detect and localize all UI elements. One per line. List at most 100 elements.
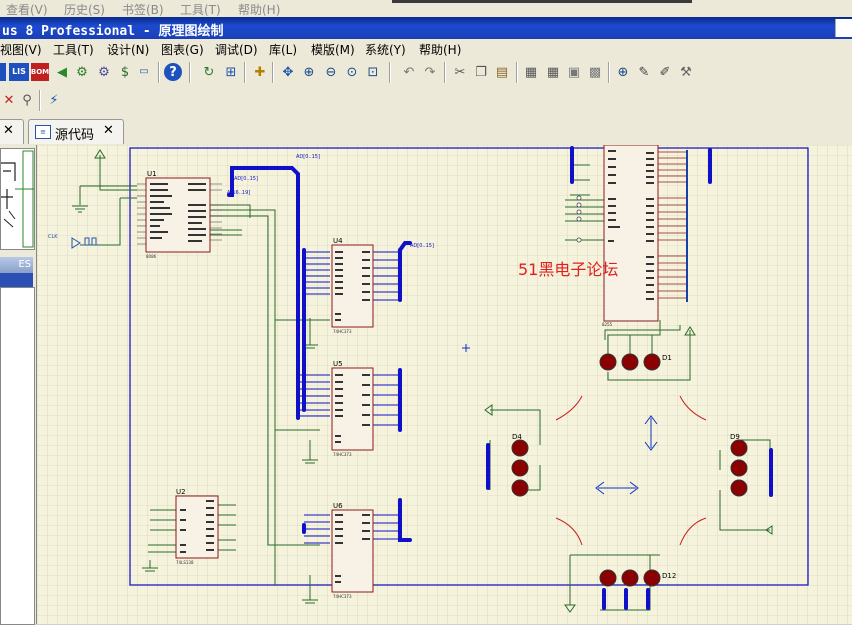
menu-library[interactable]: 库(L) (269, 43, 298, 57)
os-menu-tools[interactable]: 工具(T) (180, 3, 221, 17)
toolbar-separator (272, 62, 274, 83)
cog-icon[interactable]: ⚙ (98, 64, 110, 80)
chip-part: 8086 (146, 254, 157, 259)
selected-device-row[interactable] (0, 273, 33, 287)
chip-part: 74LS138 (176, 560, 194, 565)
os-menu-bar: 查看(V) 历史(S) 书签(B) 工具(T) 帮助(H) (0, 0, 852, 17)
block-move-icon[interactable]: ▦ (546, 64, 560, 80)
dollar-icon[interactable]: $ (120, 64, 130, 80)
overview-preview (1, 150, 34, 248)
bom-button[interactable]: BOM (31, 63, 49, 81)
delete-icon[interactable]: ✕ (3, 92, 15, 108)
zoom-all-icon[interactable]: ⊙ (346, 64, 358, 80)
decompose-icon[interactable]: ⚒ (680, 64, 692, 80)
chip-u1[interactable]: U1 8086 (137, 170, 222, 259)
isis-icon[interactable] (0, 63, 6, 81)
led-label: D1 (662, 354, 672, 362)
tab-label: 源代码 (55, 128, 95, 143)
led-group-d4[interactable]: D4 (511, 433, 529, 497)
overview-window[interactable] (0, 148, 35, 250)
bus-label: AD[0..15] (296, 154, 320, 160)
chip-ref: U1 (147, 170, 157, 178)
chip-u6[interactable]: U6 74HC373 (331, 502, 374, 599)
chip-8255[interactable]: 8255 (576, 145, 688, 327)
os-menu-view[interactable]: 查看(V) (6, 3, 48, 17)
menu-tools[interactable]: 工具(T) (53, 43, 94, 57)
panel-label: ES (18, 259, 31, 270)
zoom-in-icon[interactable]: ⊕ (303, 64, 315, 80)
pick-icon[interactable]: ⊕ (617, 64, 629, 80)
toolbar-separator (189, 62, 191, 83)
cursor-crosshair (462, 344, 470, 352)
bus-label: A[16..19] (227, 190, 250, 196)
watermark-text: 51黑电子论坛 (518, 260, 618, 279)
grid-icon[interactable]: ⊞ (225, 64, 237, 80)
menu-help[interactable]: 帮助(H) (419, 43, 462, 57)
zip-icon[interactable]: ▭ (139, 66, 149, 77)
back-icon[interactable]: ◀ (57, 64, 67, 80)
zoom-area-icon[interactable]: ⊡ (367, 64, 379, 80)
script-icon[interactable]: ⚡ (49, 92, 59, 108)
bus-label: AD[0..15] (410, 243, 434, 249)
toolbar-separator (39, 90, 41, 111)
netlist-button[interactable]: LIS (9, 63, 29, 81)
menu-graph[interactable]: 图表(G) (161, 43, 204, 57)
make-device-icon[interactable]: ✎ (638, 64, 650, 80)
origin-icon[interactable]: ✚ (254, 64, 266, 80)
tool-icon[interactable]: ⚲ (22, 92, 32, 108)
cut-icon[interactable]: ✂ (454, 64, 466, 80)
copy-icon[interactable]: ❐ (475, 64, 487, 80)
led-label: D4 (512, 433, 522, 441)
chip-part: 74HC373 (333, 594, 352, 599)
zoom-out-icon[interactable]: ⊖ (325, 64, 337, 80)
led-group-d9[interactable]: D9 (730, 433, 748, 497)
block-delete-icon[interactable]: ▩ (588, 64, 602, 80)
device-panel-header: ES (0, 257, 33, 273)
close-icon[interactable]: ✕ (3, 123, 14, 138)
help-icon[interactable]: ? (164, 63, 182, 81)
tab-schematic[interactable]: ✕ (0, 119, 24, 144)
menu-debug[interactable]: 调试(D) (215, 43, 258, 57)
menu-template[interactable]: 模版(M) (311, 43, 355, 57)
chip-u2[interactable]: U2 74LS138 (175, 488, 219, 565)
led-label: D12 (662, 572, 676, 580)
chip-part: 8255 (602, 322, 613, 327)
power-symbols (72, 149, 773, 613)
title-bar: us 8 Professional - 原理图绘制 (0, 17, 852, 39)
window-control-button[interactable] (835, 19, 852, 37)
schematic-canvas[interactable]: CLK AD[0..15] AD[0..15] A[16..19] AD[0..… (37, 145, 852, 624)
os-menu-help[interactable]: 帮助(H) (238, 3, 281, 17)
package-icon[interactable]: ✐ (659, 64, 671, 80)
chip-u5[interactable]: U5 74HC373 (331, 360, 374, 457)
bus-label: AD[0..15] (234, 176, 258, 182)
buses (227, 146, 773, 610)
menu-system[interactable]: 系统(Y) (365, 43, 406, 57)
redo-icon[interactable]: ↷ (424, 64, 436, 80)
clock-source[interactable]: CLK (48, 234, 99, 249)
toolbar-separator (444, 62, 446, 83)
refresh-icon[interactable]: ↻ (203, 64, 215, 80)
device-list[interactable] (0, 287, 35, 625)
os-menu-history[interactable]: 历史(S) (64, 3, 105, 17)
os-menu-bookmarks[interactable]: 书签(B) (122, 3, 164, 17)
paste-icon[interactable]: ▤ (495, 64, 509, 80)
schematic-drawing[interactable]: CLK AD[0..15] AD[0..15] A[16..19] AD[0..… (37, 145, 852, 624)
menu-design[interactable]: 设计(N) (107, 43, 150, 57)
menu-view[interactable]: 视图(V) (0, 43, 42, 57)
chip-ref: U5 (333, 360, 343, 368)
chip-ref: U4 (333, 237, 343, 245)
led-group-d1[interactable]: D1 (599, 353, 672, 371)
close-icon[interactable]: ✕ (103, 123, 114, 138)
window-title: us 8 Professional - 原理图绘制 (2, 24, 224, 39)
3d-icon[interactable]: ⚙ (76, 64, 88, 80)
pan-icon[interactable]: ✥ (282, 64, 294, 80)
document-tab-bar: ✕ ≡ 源代码 ✕ (0, 115, 852, 146)
toolbar-separator (244, 62, 246, 83)
tab-source-code[interactable]: ≡ 源代码 ✕ (28, 119, 124, 144)
block-copy-icon[interactable]: ▦ (524, 64, 538, 80)
undo-icon[interactable]: ↶ (403, 64, 415, 80)
led-group-d12[interactable]: D12 (599, 569, 676, 587)
chip-u4[interactable]: U4 74HC373 (331, 237, 374, 334)
toolbar-separator (516, 62, 518, 83)
block-rotate-icon[interactable]: ▣ (567, 64, 581, 80)
